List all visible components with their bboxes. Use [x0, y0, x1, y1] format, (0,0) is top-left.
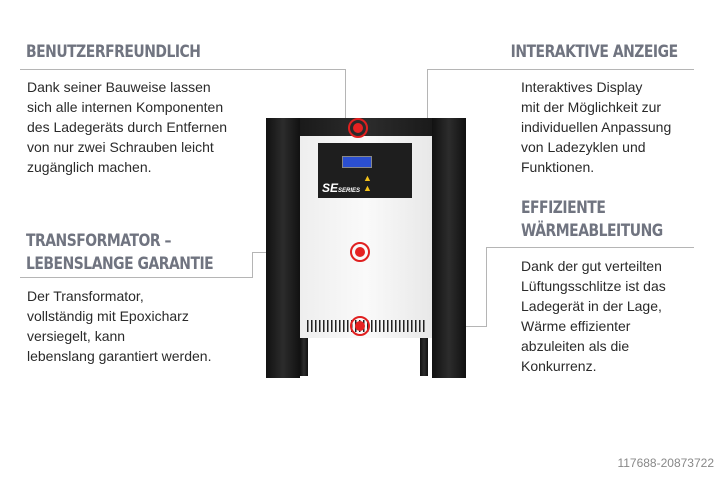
connector-line: [20, 277, 253, 278]
warning-icon: ▲▲: [363, 173, 372, 193]
watermark-id: 117688-20873722: [617, 456, 714, 470]
connector-line: [345, 69, 346, 119]
heading-transformer-line1: TRANSFORMATOR –: [26, 231, 171, 251]
heading-cooling: EFFIZIENTE WÄRMEABLEITUNG: [521, 197, 694, 243]
connector-line: [486, 247, 487, 327]
heading-transformer: TRANSFORMATOR – LEBENSLANGE GARANTIE: [26, 230, 254, 276]
charger-leg: [300, 338, 308, 376]
series-logo: SESERIES: [322, 181, 361, 195]
connector-line: [428, 69, 694, 70]
heading-transformer-line2: LEBENSLANGE GARANTIE: [26, 254, 214, 274]
lcd-display: [342, 156, 372, 168]
text-display: Interaktives Display mit der Möglichkeit…: [521, 79, 672, 175]
heading-display: INTERAKTIVE ANZEIGE: [511, 42, 678, 62]
connector-line: [252, 252, 253, 278]
marker-transformer: [350, 242, 370, 262]
marker-user-friendly: [348, 118, 368, 138]
charger-leg: [420, 338, 428, 376]
charger-right-pillar: [432, 118, 466, 378]
heading-cooling-line1: EFFIZIENTE: [521, 198, 606, 218]
connector-line: [20, 69, 346, 70]
marker-cooling: [350, 316, 370, 336]
text-transformer: Der Transformator, vollständig mit Epoxi…: [27, 288, 212, 364]
heading-cooling-line2: WÄRMEABLEITUNG: [521, 221, 663, 241]
control-panel: ▲▲ SESERIES: [318, 143, 412, 198]
charger-left-pillar: [266, 118, 300, 378]
heading-user-friendly: BENUTZERFREUNDLICH: [26, 42, 201, 62]
text-user-friendly: Dank seiner Bauweise lassen sich alle in…: [27, 79, 228, 175]
text-cooling: Dank der gut verteilten Lüftungsschlitze…: [521, 258, 666, 374]
connector-line: [486, 247, 694, 248]
